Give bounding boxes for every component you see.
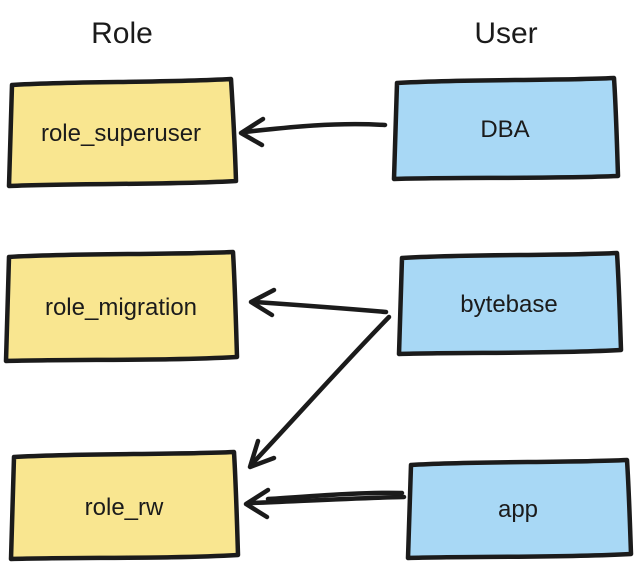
arrowhead-icon: [238, 116, 266, 148]
arrow-shaft: [241, 121, 388, 135]
node-user-app-box: [405, 457, 634, 561]
node-role-rw-label: role_rw: [85, 494, 164, 521]
arrow-bytebase-to-role-migration: [248, 287, 389, 318]
node-role-migration-label: role_migration: [45, 294, 197, 321]
arrow-dba-to-role-superuser: [238, 116, 388, 148]
arrowhead-icon: [243, 487, 271, 520]
node-role-rw-box: [8, 449, 241, 562]
node-user-dba-label: DBA: [480, 116, 529, 143]
arrowhead-icon: [247, 438, 277, 470]
node-role-migration: role_migration: [3, 249, 240, 364]
column-title-role: Role: [91, 17, 153, 50]
node-user-bytebase-box: [396, 250, 624, 357]
node-user-app: app: [405, 457, 634, 561]
arrowhead-icon: [248, 287, 277, 318]
node-user-dba-box: [391, 75, 621, 182]
arrow-shaft: [249, 314, 392, 467]
arrow-app-to-role-rw: [243, 487, 407, 520]
node-user-bytebase-label: bytebase: [460, 291, 557, 318]
node-role-superuser-box: [6, 76, 239, 189]
node-role-superuser-label: role_superuser: [41, 120, 201, 147]
node-role-superuser: role_superuser: [6, 76, 239, 189]
arrow-bytebase-to-role-rw: [247, 314, 392, 470]
node-role-rw: role_rw: [8, 449, 241, 562]
column-title-user: User: [474, 17, 537, 50]
node-user-app-label: app: [498, 496, 538, 523]
diagram-root: Role User role_superuser role_migration …: [3, 17, 634, 562]
node-role-migration-box: [3, 249, 240, 364]
arrow-shaft: [249, 494, 407, 506]
node-user-bytebase: bytebase: [396, 250, 624, 357]
arrow-shaft-double-stroke: [265, 490, 405, 502]
node-user-dba: DBA: [391, 75, 621, 182]
arrow-shaft: [252, 299, 389, 315]
